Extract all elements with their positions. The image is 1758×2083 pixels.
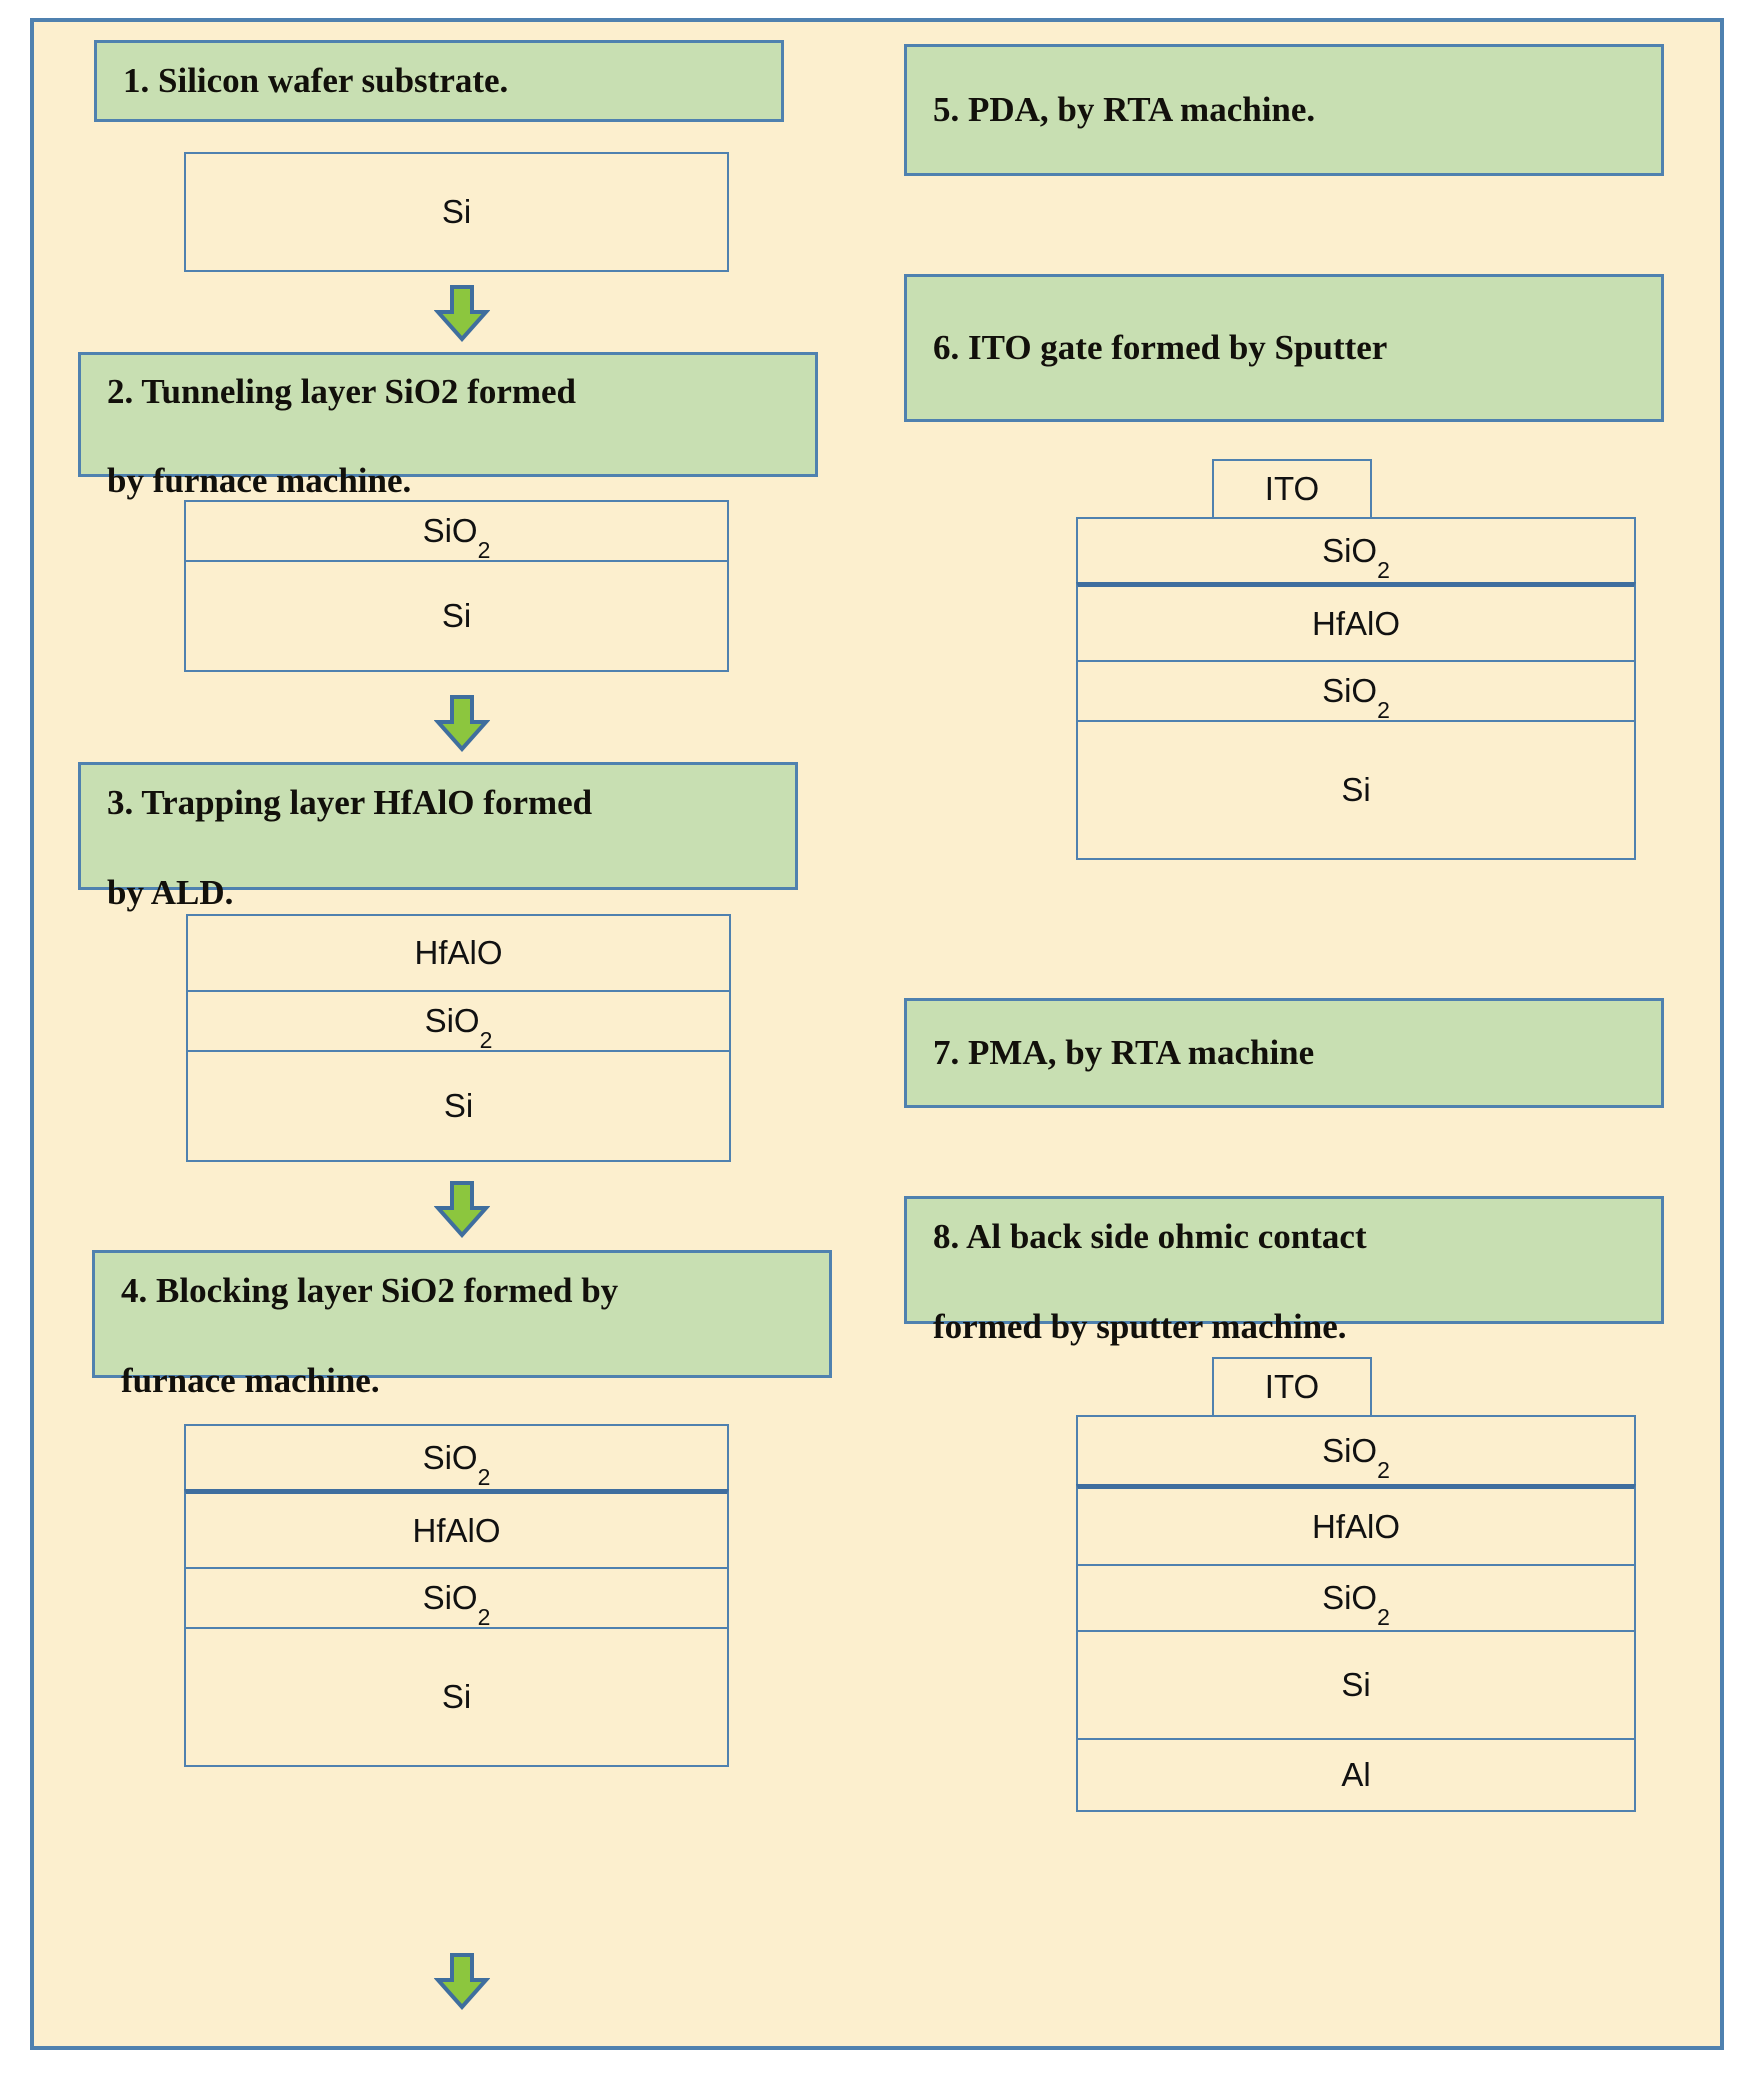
step-1-label: 1. Silicon wafer substrate. <box>123 60 509 100</box>
step-4-label: 4. Blocking layer SiO2 formed by furnace… <box>121 1224 618 1403</box>
process-flow-diagram: 1. Silicon wafer substrate. Si 2. Tunnel… <box>30 18 1724 2050</box>
layer-label: HfAlO <box>1311 604 1400 642</box>
layer-si: Si <box>1076 1630 1636 1740</box>
layer-label: HfAlO <box>414 934 503 971</box>
layer-label: SiO2 <box>1322 1432 1390 1483</box>
layer-al: Al <box>1076 1738 1636 1812</box>
layer-label: ITO <box>1264 1368 1320 1405</box>
layer-hfalo: HfAlO <box>184 1489 729 1569</box>
layer-stack-6: SiO2 HfAlO SiO2 Si <box>1076 517 1636 860</box>
step-box-8: 8. Al back side ohmic contact formed by … <box>904 1196 1664 1346</box>
left-process-column: 1. Silicon wafer substrate. Si 2. Tunnel… <box>34 22 894 2046</box>
layer-si: Si <box>186 1050 731 1162</box>
layer-ito-cap: ITO <box>1212 1357 1372 1415</box>
layer-label: Si <box>443 1087 474 1124</box>
step-2-line1-post: formed <box>458 371 577 411</box>
step-3-line1: 3. Trapping layer HfAlO formed <box>107 783 593 823</box>
layer-label: SiO2 <box>422 1579 491 1630</box>
layer-sio2: SiO2 <box>184 1424 729 1492</box>
flow-arrow-down-icon <box>434 1952 490 2010</box>
step-box-6: 6. ITO gate formed by Sputter <box>904 274 1664 422</box>
step-box-2: 2. Tunneling layer SiO2 formed by furnac… <box>78 352 818 500</box>
layer-hfalo: HfAlO <box>1076 1484 1636 1566</box>
layer-sio2: SiO2 <box>1076 660 1636 722</box>
layer-si: Si <box>1076 720 1636 860</box>
layer-stack-3: HfAlO SiO2 Si <box>186 914 731 1162</box>
layer-hfalo: HfAlO <box>186 914 731 992</box>
step-2-line2: by furnace machine. <box>107 461 412 501</box>
step-4-line2: furnace machine. <box>121 1360 380 1400</box>
step-6-label: 6. ITO gate formed by Sputter <box>933 327 1388 367</box>
layer-si: Si <box>184 1627 729 1767</box>
layer-label: Si <box>441 193 472 230</box>
flow-arrow-down-icon <box>434 1180 490 1238</box>
step-box-1: 1. Silicon wafer substrate. <box>94 40 784 122</box>
layer-label: ITO <box>1264 470 1320 507</box>
layer-label: Si <box>441 597 472 634</box>
layer-si: Si <box>184 560 729 672</box>
layer-sio2: SiO2 <box>186 990 731 1052</box>
step-2-line1-sub: 2 <box>440 371 459 411</box>
layer-label: SiO2 <box>424 1002 493 1053</box>
layer-ito-cap: ITO <box>1212 459 1372 517</box>
step-3-label: 3. Trapping layer HfAlO formed by ALD. <box>107 736 592 915</box>
step-2-line1-pre: 2. Tunneling layer SiO <box>107 371 441 411</box>
right-process-column: 5. PDA, by RTA machine. 6. ITO gate form… <box>894 22 1724 2046</box>
step-8-label: 8. Al back side ohmic contact formed by … <box>933 1170 1367 1349</box>
step-box-3: 3. Trapping layer HfAlO formed by ALD. <box>78 762 798 912</box>
layer-hfalo: HfAlO <box>1076 582 1636 662</box>
flow-arrow-down-icon <box>434 694 490 752</box>
step-4-line1-pre: 4. Blocking layer SiO <box>121 1271 438 1311</box>
step-4-line1-sub: 2 <box>437 1271 455 1311</box>
layer-label: HfAlO <box>1311 1507 1400 1545</box>
step-7-label: 7. PMA, by RTA machine <box>933 1032 1315 1072</box>
step-4-line1-post: formed by <box>454 1271 619 1311</box>
layer-label: SiO2 <box>1322 672 1390 723</box>
step-3-line2: by ALD. <box>107 872 234 912</box>
step-5-label: 5. PDA, by RTA machine. <box>933 89 1316 129</box>
layer-label: SiO2 <box>1322 532 1390 583</box>
layer-si: Si <box>184 152 729 272</box>
step-box-4: 4. Blocking layer SiO2 formed by furnace… <box>92 1250 832 1400</box>
flow-arrow-down-icon <box>434 284 490 342</box>
layer-stack-8: SiO2 HfAlO SiO2 Si Al <box>1076 1415 1636 1812</box>
step-8-line2: formed by sputter machine. <box>933 1306 1347 1346</box>
layer-stack-4: SiO2 HfAlO SiO2 Si <box>184 1424 729 1767</box>
layer-sio2: SiO2 <box>184 1567 729 1629</box>
layer-label: SiO2 <box>422 512 491 563</box>
step-box-5: 5. PDA, by RTA machine. <box>904 44 1664 176</box>
layer-sio2: SiO2 <box>1076 1415 1636 1487</box>
layer-label: SiO2 <box>1322 1579 1390 1630</box>
layer-label: SiO2 <box>422 1439 491 1490</box>
step-8-line1: 8. Al back side ohmic contact <box>933 1217 1367 1257</box>
layer-label: Si <box>441 1678 472 1715</box>
layer-stack-1: Si <box>184 152 729 272</box>
layer-label: Al <box>1341 1756 1371 1793</box>
layer-sio2: SiO2 <box>184 500 729 562</box>
layer-label: Si <box>1341 771 1371 808</box>
layer-label: Si <box>1341 1666 1371 1703</box>
layer-sio2: SiO2 <box>1076 517 1636 585</box>
step-box-7: 7. PMA, by RTA machine <box>904 998 1664 1108</box>
step-2-label: 2. Tunneling layer SiO2 formed by furnac… <box>107 325 576 504</box>
layer-sio2: SiO2 <box>1076 1564 1636 1632</box>
layer-stack-2: SiO2 Si <box>184 500 729 672</box>
layer-label: HfAlO <box>412 1511 501 1549</box>
